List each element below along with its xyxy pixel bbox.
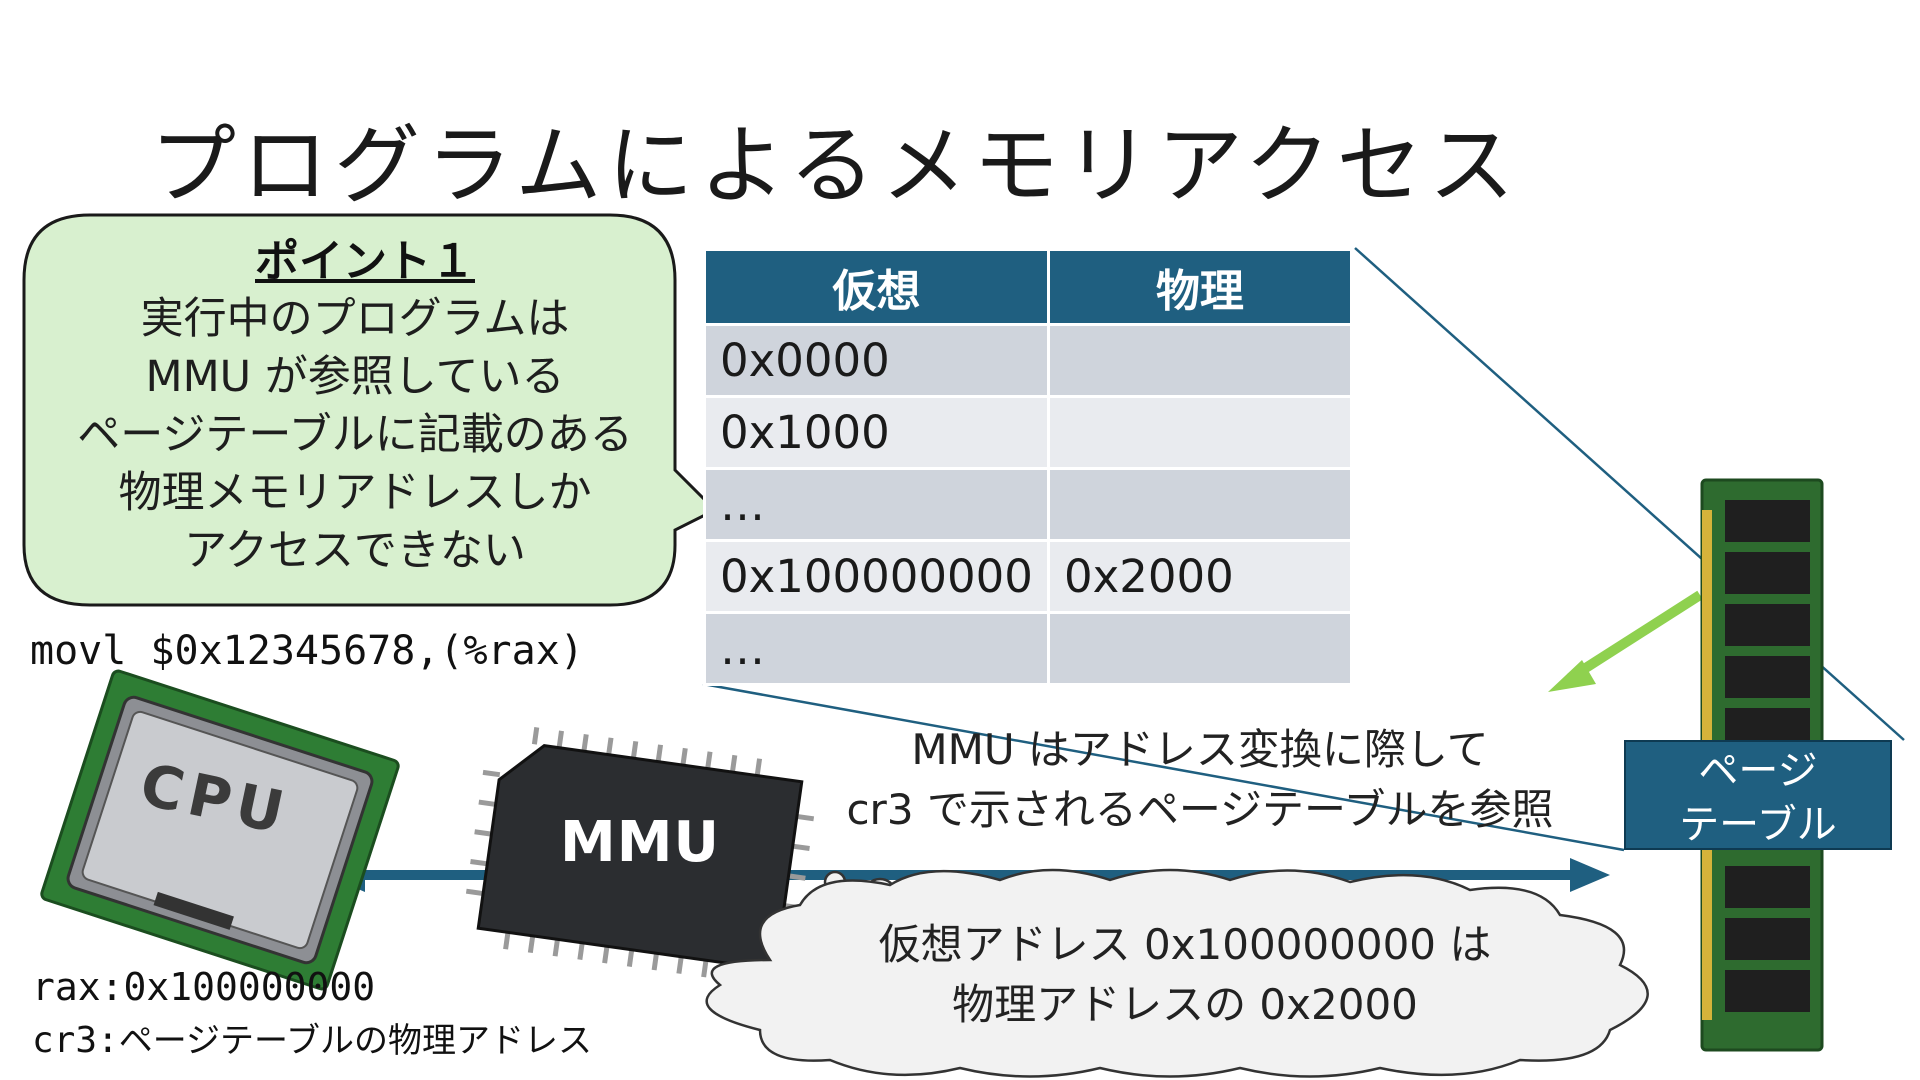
mmu-caption-line: MMU はアドレス変換に際して (770, 720, 1630, 780)
physical-cell (1048, 469, 1351, 541)
physical-cell (1048, 325, 1351, 397)
table-row: … (705, 469, 1352, 541)
table-row: 0x1000 (705, 397, 1352, 469)
instruction-text: movl $0x12345678,(%rax) (30, 628, 584, 674)
point-body: 実行中のプログラムは MMU が参照している ページテーブルに記載のある 物理メ… (30, 290, 680, 580)
table-row: 0x100000000 0x2000 (705, 541, 1352, 613)
green-arrow (1548, 595, 1700, 692)
header-physical: 物理 (1048, 250, 1351, 325)
virtual-cell: 0x100000000 (705, 541, 1049, 613)
point-heading: ポイント１ (230, 225, 500, 289)
mmu-caption: MMU はアドレス変換に際して cr3 で示されるページテーブルを参照 (770, 720, 1630, 840)
table-row: … (705, 613, 1352, 685)
point-line: 物理メモリアドレスしか (30, 464, 680, 522)
header-virtual: 仮想 (705, 250, 1049, 325)
cloud-line: 物理アドレスの 0x2000 (760, 975, 1610, 1035)
virtual-cell: 0x1000 (705, 397, 1049, 469)
cr3-prefix: cr3: (32, 1020, 119, 1061)
mmu-caption-line: cr3 で示されるページテーブルを参照 (770, 780, 1630, 840)
point-line: 実行中のプログラムは (30, 290, 680, 348)
virtual-cell: … (705, 469, 1049, 541)
cr3-description: ページテーブルの物理アドレス (119, 1021, 592, 1061)
virtual-cell: 0x0000 (705, 325, 1049, 397)
point-line: アクセスできない (30, 522, 680, 580)
register-cr3: cr3:ページテーブルの物理アドレス (32, 1013, 592, 1062)
page-table-label-line: テーブル (1626, 798, 1890, 852)
physical-cell (1048, 613, 1351, 685)
mmu-label: MMU (520, 810, 760, 875)
physical-cell: 0x2000 (1048, 541, 1351, 613)
physical-cell (1048, 397, 1351, 469)
page-table: 仮想 物理 0x0000 0x1000 … 0x100000000 0x2000… (703, 248, 1353, 686)
page-table-label: ページ テーブル (1624, 740, 1892, 850)
cloud-line: 仮想アドレス 0x100000000 は (760, 915, 1610, 975)
virtual-cell: … (705, 613, 1049, 685)
page-table-label-line: ページ (1626, 744, 1890, 798)
table-row: 0x0000 (705, 325, 1352, 397)
point-line: ページテーブルに記載のある (30, 406, 680, 464)
register-rax: rax:0x100000000 (32, 965, 375, 1009)
point-line: MMU が参照している (30, 348, 680, 406)
cloud-text: 仮想アドレス 0x100000000 は 物理アドレスの 0x2000 (760, 915, 1610, 1035)
page-table-header-row: 仮想 物理 (705, 250, 1352, 325)
